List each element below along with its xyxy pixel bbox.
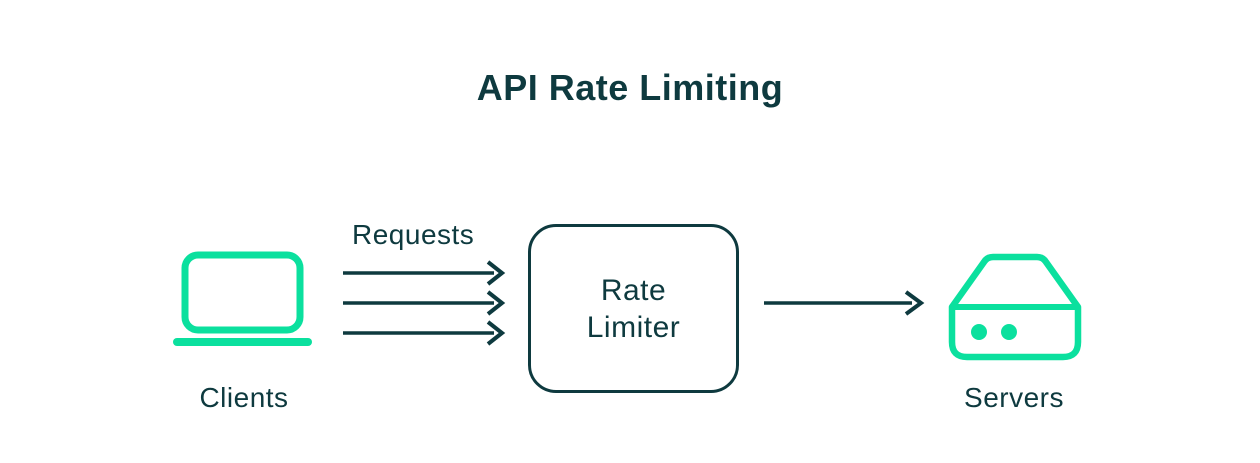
diagram-title: API Rate Limiting (476, 67, 784, 108)
laptop-screen (181, 251, 304, 334)
clients-label: Clients (199, 382, 289, 413)
laptop-icon (173, 251, 312, 346)
request-arrow (343, 290, 506, 316)
server-icon (948, 253, 1082, 361)
rate-limiter-label-line2: Limiter (586, 310, 681, 344)
flow-arrow (764, 290, 925, 316)
server-led (1001, 324, 1017, 340)
request-arrow (343, 320, 506, 346)
rate-limiter-label-line1: Rate (600, 273, 667, 307)
servers-label: Servers (964, 382, 1064, 413)
server-led (971, 324, 987, 340)
rate-limiter-node: Rate Limiter (528, 224, 739, 393)
request-arrows (343, 260, 506, 346)
request-arrow (343, 260, 506, 286)
requests-label: Requests (352, 219, 475, 250)
